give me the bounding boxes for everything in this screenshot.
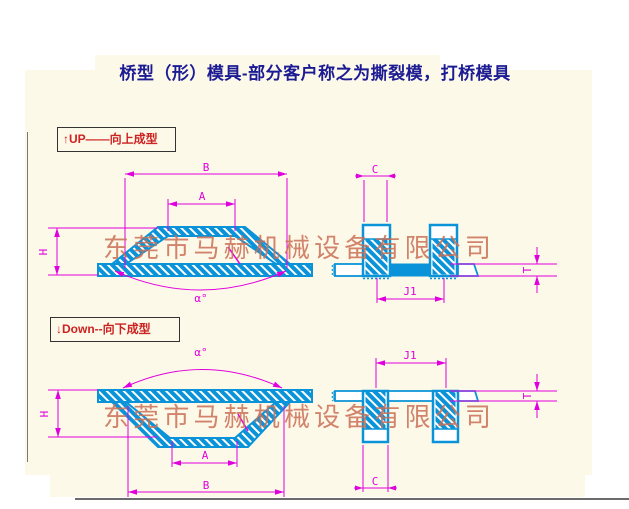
down-forming-label: ↓Down--向下成型 [50, 317, 180, 342]
down-base-strip [97, 389, 313, 403]
angle-arc-down [122, 369, 283, 389]
dim-label-A-down: A [202, 449, 209, 462]
dim-label-C-up: C [372, 163, 379, 176]
dimension-B-up [124, 171, 288, 268]
down-bridge-profile [109, 401, 293, 448]
dim-label-alpha-down: α° [194, 346, 207, 359]
down-bridge-leg-1-hatch [365, 392, 386, 429]
up-cross-section-drawing: B A H α° [37, 161, 313, 305]
up-side-strip-right [457, 263, 480, 277]
dimension-B-down [127, 406, 285, 497]
dim-label-C-down: C [372, 475, 379, 488]
up-base-strip [97, 263, 313, 277]
dimension-A-up [167, 199, 236, 231]
dimension-T-down [450, 374, 557, 418]
up-side-strip-middle [389, 263, 431, 277]
dim-label-alpha-up: α° [194, 292, 207, 305]
up-forming-label: ↑UP——向上成型 [57, 127, 176, 152]
down-cross-section-drawing: α° A B H [38, 346, 313, 497]
angle-leader-up [227, 246, 241, 265]
up-bridge-leg-1-hatch [365, 239, 388, 275]
up-bridge-profile [109, 226, 293, 265]
dim-label-H-up: H [37, 249, 50, 256]
down-bridge-leg-2-hatch [435, 392, 456, 429]
angle-leader-down [237, 413, 249, 432]
break-edge [331, 263, 336, 277]
dim-label-A-up: A [199, 190, 206, 203]
up-bridge-leg-2-hatch [432, 239, 455, 275]
dimension-H-up [48, 227, 158, 276]
break-edge [331, 390, 336, 402]
dimension-A-down [171, 441, 238, 467]
dim-label-J1-down: J1 [403, 349, 416, 362]
dim-label-J1-up: J1 [403, 285, 416, 298]
down-side-view-drawing: J1 T C [331, 349, 557, 492]
up-side-strip-left [334, 263, 364, 277]
up-side-view-drawing: C J1 T [331, 163, 557, 303]
dimension-H-down [48, 389, 157, 438]
dim-label-B-down: B [203, 479, 210, 492]
dim-label-H-down: H [38, 411, 51, 418]
dimension-C-down [354, 445, 397, 492]
dimension-C-up [355, 173, 396, 222]
dimension-J1-up [376, 278, 445, 303]
angle-arc-up [114, 270, 287, 291]
dim-label-B-up: B [203, 161, 210, 174]
dim-label-T-up: T [521, 266, 534, 273]
dim-label-T-down: T [521, 392, 534, 399]
dimension-T-up [450, 247, 557, 293]
dimension-J1-down [375, 358, 447, 388]
page-title: 桥型（形）模具-部分客户称之为撕裂模，打桥模具 [119, 64, 511, 83]
